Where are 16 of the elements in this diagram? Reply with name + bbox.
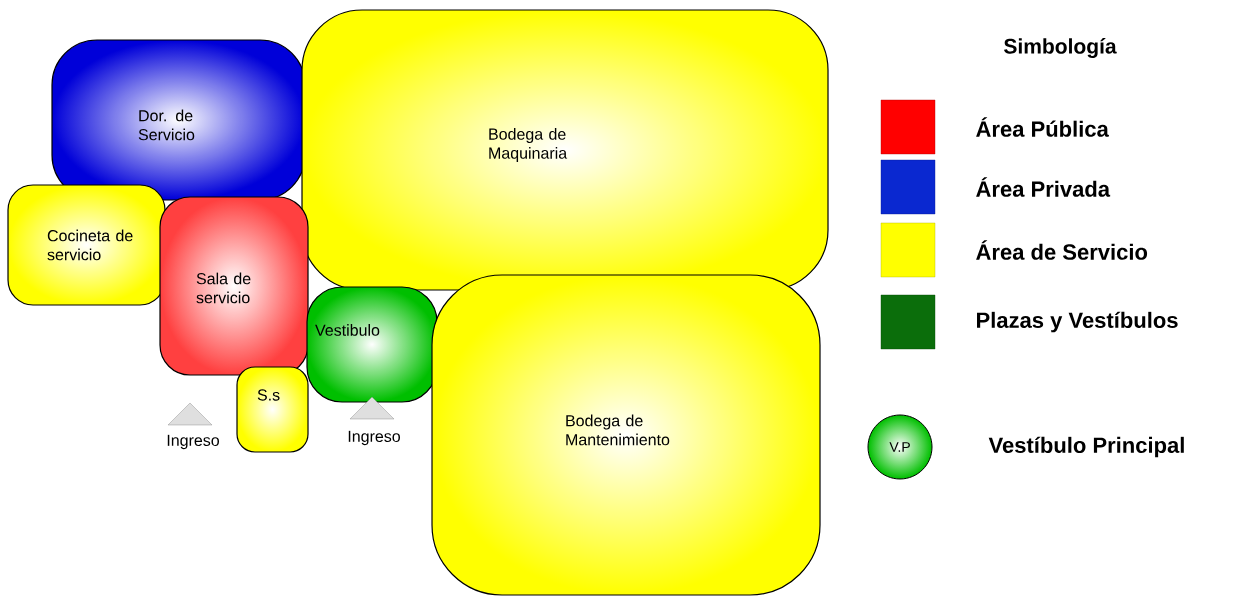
room-label: Bodega de Maquinaria	[489, 128, 568, 162]
room-label: Sala de servicio	[196, 272, 251, 304]
room-label: Bodega de Mantenimiento	[566, 414, 670, 446]
room-label: Vestibulo	[315, 324, 380, 336]
legend-title: Simbología	[1004, 38, 1117, 58]
room-shape	[431, 274, 821, 596]
room-label: Dor. de Servicio	[138, 109, 195, 141]
room-label: Cocineta de servicio	[47, 229, 133, 261]
room-label: S.s	[257, 389, 280, 401]
legend-text: Área Pública	[976, 117, 1109, 137]
legend-text: Plazas y Vestíbulos	[977, 311, 1178, 333]
room-shape	[236, 366, 309, 453]
legend-text: Vestíbulo Principal	[988, 436, 1184, 458]
legend-text: Área de Servicio	[976, 240, 1148, 260]
room-shape	[159, 196, 309, 376]
legend-text: Área Privada	[976, 177, 1111, 197]
